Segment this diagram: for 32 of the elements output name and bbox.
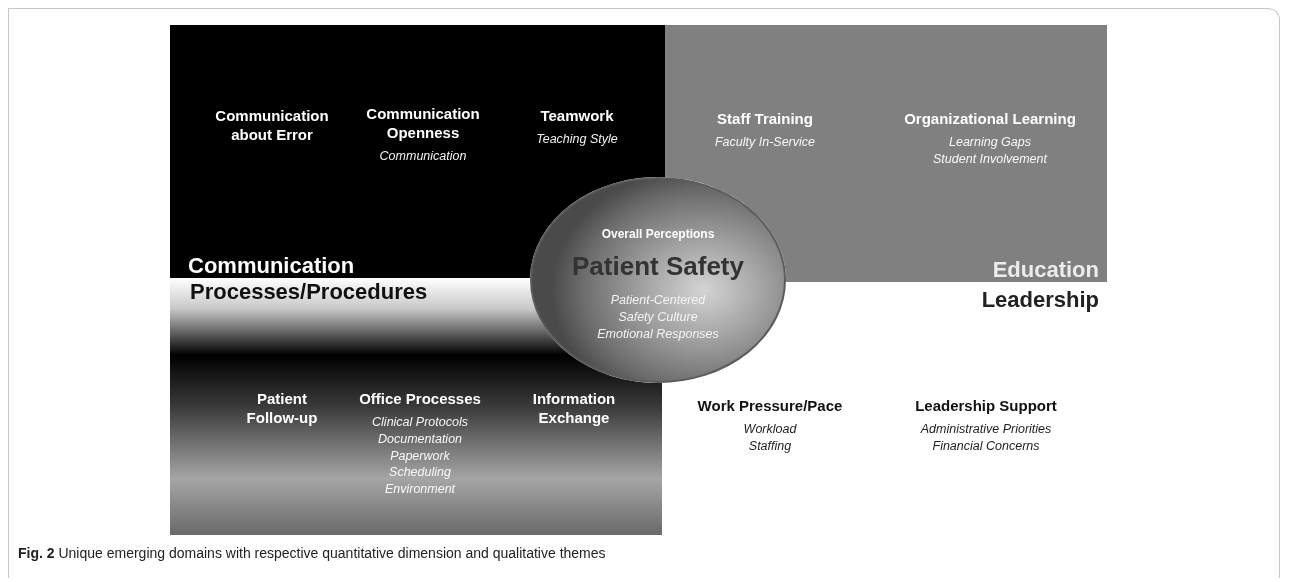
domain-heading: Communication — [188, 253, 355, 278]
dimension-heading: Staff Training — [717, 110, 813, 129]
theme-text: Scheduling — [389, 464, 451, 482]
dimension-heading: Communication about Error — [214, 107, 330, 145]
theme-text: Environment — [384, 481, 456, 499]
theme-text: Workload — [743, 420, 797, 438]
dimension-heading: Office Processes — [359, 390, 481, 409]
theme-text: Emotional Responses — [597, 325, 719, 343]
dimension-heading: Work Pressure/Pace — [697, 397, 843, 416]
dimension-heading: Communication Openness — [365, 105, 481, 143]
theme-text: Documentation — [377, 430, 463, 448]
theme-text: Paperwork — [390, 447, 450, 465]
theme-text: Financial Concerns — [932, 437, 1040, 455]
dimension-heading: Patient Follow-up — [245, 390, 319, 428]
theme-text: Safety Culture — [618, 308, 698, 326]
dimension-heading: Information Exchange — [531, 390, 617, 428]
dimension-heading: Leadership Support — [915, 397, 1057, 416]
dimension-heading: Organizational Learning — [904, 110, 1076, 129]
theme-text: Clinical Protocols — [372, 413, 468, 431]
theme-text: Administrative Priorities — [920, 420, 1052, 438]
ellipse-subtitle: Overall Perceptions — [601, 227, 715, 241]
theme-text: Teaching Style — [536, 130, 618, 148]
theme-text: Learning Gaps — [949, 133, 1031, 151]
theme-text: Staffing — [748, 437, 792, 455]
theme-text: Communication — [379, 147, 467, 165]
figure-caption: Fig. 2 Unique emerging domains with respective quantitative dimension and qualitative themes — [18, 545, 606, 561]
domain-heading: Leadership — [981, 288, 1099, 313]
domain-heading: Education — [992, 257, 1099, 282]
theme-text: Faculty In-Service — [715, 133, 815, 151]
domain-heading: Processes/Procedures — [190, 280, 428, 305]
theme-text: Student Involvement — [933, 150, 1047, 168]
dimension-heading: Teamwork — [540, 107, 614, 126]
